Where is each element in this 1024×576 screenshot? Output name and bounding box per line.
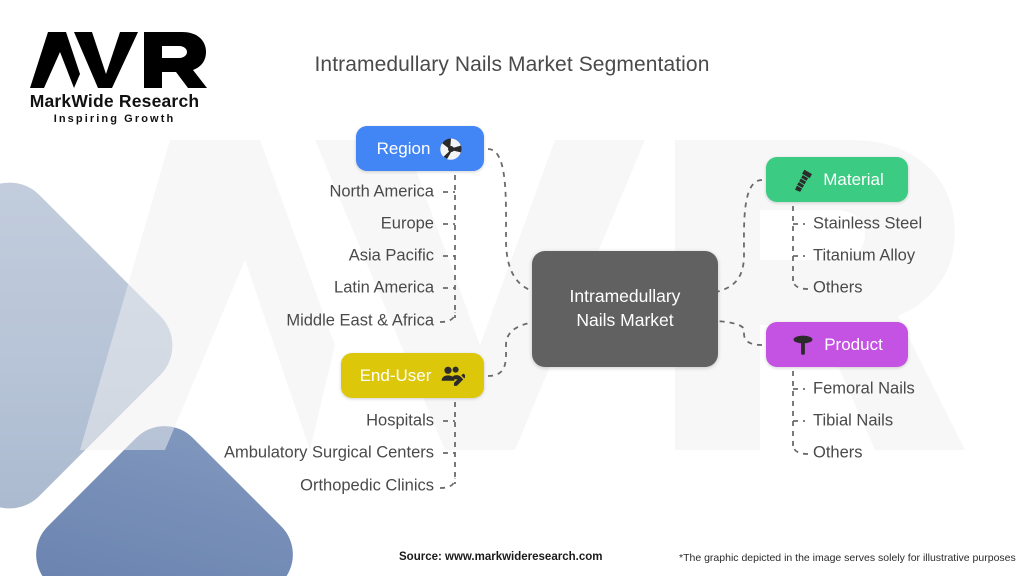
tick-product-last [792,443,809,455]
leaf-region-0: North America [329,182,434,201]
ticks-material [793,223,805,257]
tick-region-last [439,311,456,323]
logo-company-name: MarkWide Research [29,91,200,111]
ticks-enduser [443,420,455,454]
logo-tagline: Inspiring Growth [53,113,176,125]
leaf-end-user-1: Ambulatory Surgical Centers [223,443,434,462]
watermark-logo [80,140,965,450]
tick-material-last [792,278,809,290]
branch-label-material: Material [823,169,884,189]
logo-mark-icon [30,32,207,88]
tick-enduser-last [439,477,456,489]
globe-icon [439,137,463,161]
branch-node-product[interactable]: Product [766,322,908,367]
leaf-product-0: Femoral Nails [813,379,915,398]
leaf-material-0: Stainless Steel [813,214,923,233]
branch-label-end-user: End-User [359,365,432,385]
leaf-product-1: Tibial Nails [813,411,894,430]
page-title: Intramedullary Nails Market Segmentation [314,53,710,76]
nail-pin-icon [791,333,815,357]
source-label: Source: www.markwideresearch.com [399,551,603,563]
brand-logo: MarkWide Research Inspiring Growth [22,28,207,125]
branch-label-region: Region [376,138,431,158]
leaf-material-1: Titanium Alloy [813,246,916,265]
center-node-line1: Intramedullary [569,286,681,307]
link-enduser-to-center [487,321,537,377]
center-node-line2: Nails Market [576,310,674,330]
center-node-market[interactable]: Intramedullary Nails Market [532,251,718,367]
branch-node-region[interactable]: Region [356,126,484,171]
link-material-to-center [715,179,763,293]
branch-label-product: Product [824,334,883,354]
leaf-material-2: Others [813,278,863,297]
ticks-product [793,388,805,422]
branch-node-material[interactable]: Material [766,157,908,202]
leaf-end-user-2: Orthopedic Clinics [300,476,434,495]
users-edit-icon [440,364,466,388]
link-product-to-center [715,320,763,346]
leaf-product-2: Others [813,443,863,462]
leaf-region-1: Europe [380,214,434,233]
disclaimer-label: *The graphic depicted in the image serve… [679,552,1016,564]
leaf-region-3: Latin America [334,278,434,297]
link-region-to-center [487,148,537,293]
leaf-end-user-0: Hospitals [366,411,434,430]
leaf-region-2: Asia Pacific [348,246,434,265]
screw-icon [790,168,814,192]
ticks-region [443,191,455,289]
leaf-region-4: Middle East & Africa [286,311,434,330]
branch-node-end-user[interactable]: End-User [341,353,484,398]
